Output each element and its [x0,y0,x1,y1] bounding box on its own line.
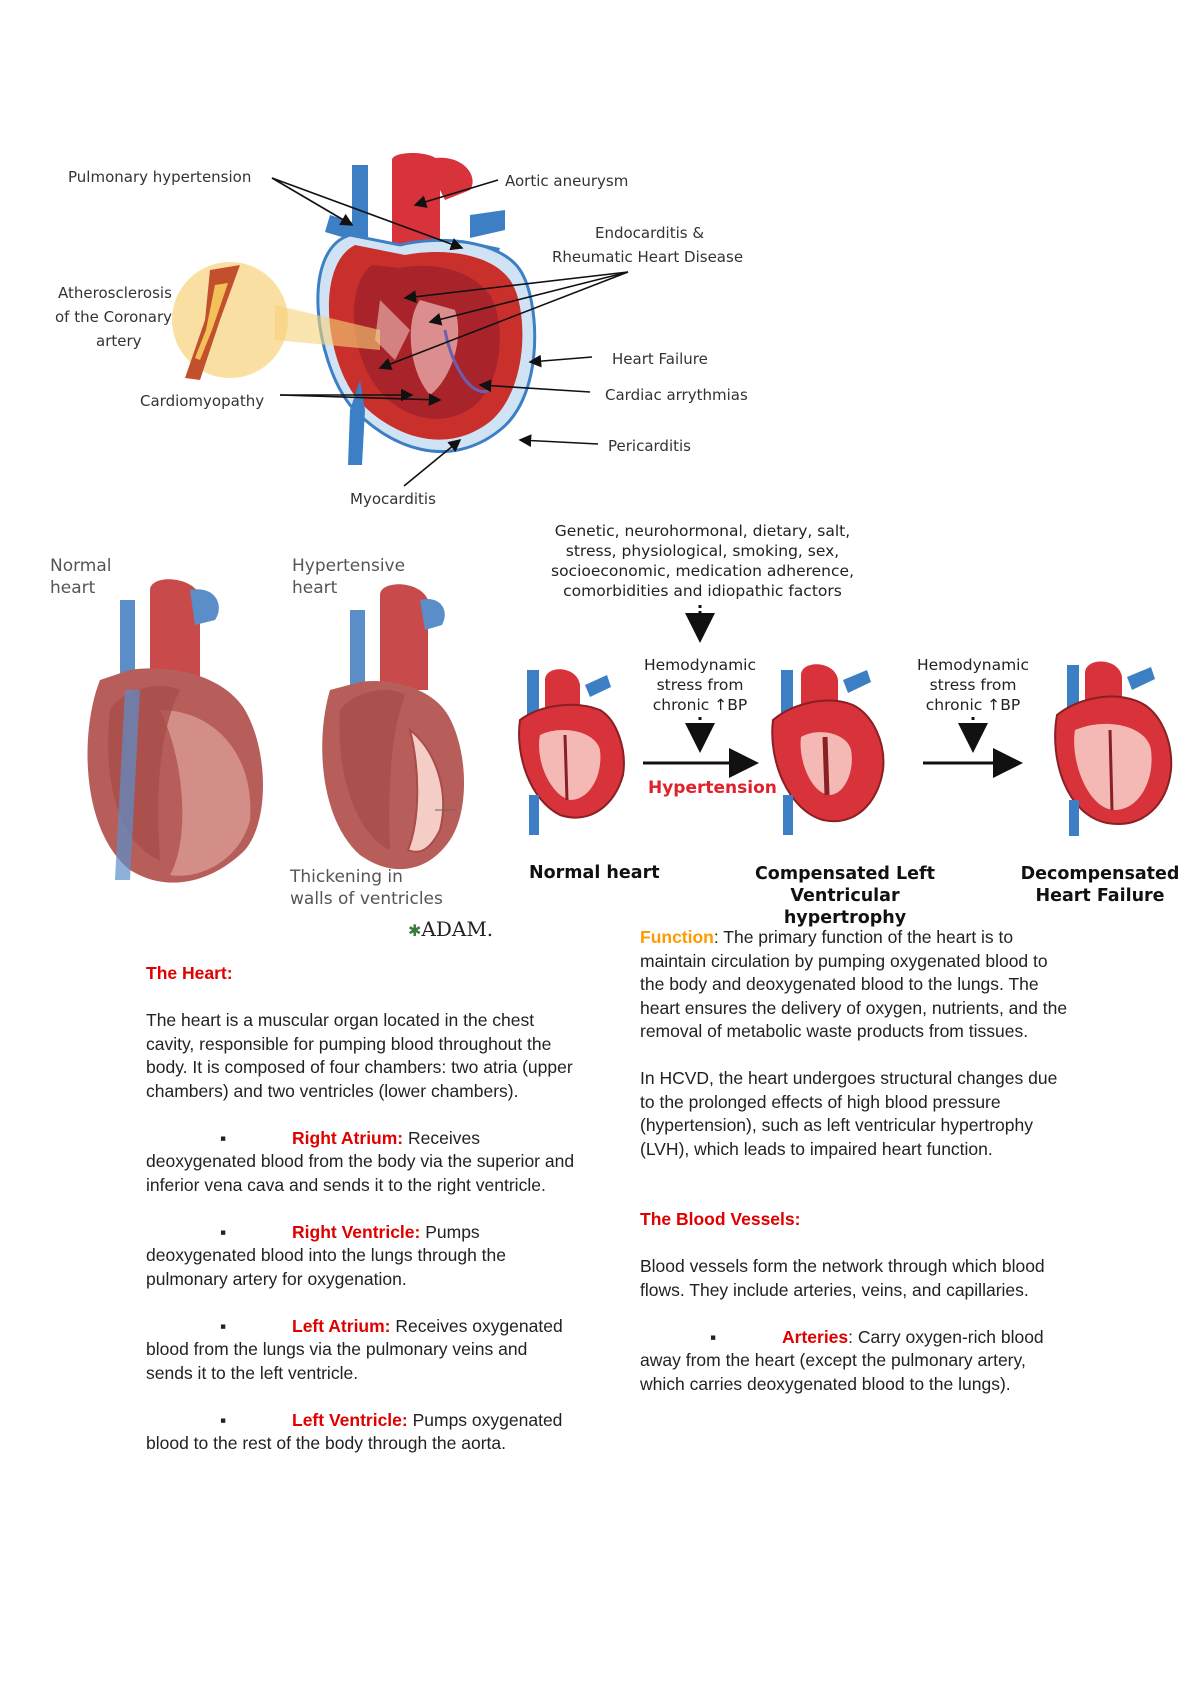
hypertensive-heart-illustration [322,584,465,870]
label-pericarditis: Pericarditis [608,437,691,455]
label-aortic-aneurysm: Aortic aneurysm [505,172,629,190]
label-rheumatic: Rheumatic Heart Disease [552,248,744,266]
normal-vs-hypertensive-illustration [87,579,465,883]
label-thickening-2: walls of ventricles [290,889,443,909]
normal-vs-hypertensive-diagram: Normal heart Hypertensive heart Thickeni… [40,556,530,950]
heart-disease-diagram: Pulmonary hypertension Aortic aneurysm E… [0,0,1200,520]
left-text-column: The Heart: The heart is a muscular organ… [146,962,576,1479]
label-hypertensive-2: heart [292,578,338,598]
hypertension-progression-illustration [518,605,1173,836]
label-cardiac-arrhythmias: Cardiac arrythmias [605,386,748,404]
list-item-left-atrium: ▪Left Atrium: Receives oxygenated blood … [146,1315,563,1383]
heart-intro: The heart is a muscular organ located in… [146,1010,573,1101]
label-myocarditis: Myocarditis [350,490,436,508]
list-item-arteries: ▪Arteries: Carry oxygen-rich blood away … [640,1326,1044,1394]
hypertension-label: Hypertension [648,778,777,798]
label-atherosclerosis-2: of the Coronary [55,308,173,326]
label-thickening-1: Thickening in [290,867,403,887]
leaf-icon: ✱ [408,921,422,940]
list-item-right-atrium: ▪Right Atrium: Receives deoxygenated blo… [146,1127,575,1195]
label-cardiomyopathy: Cardiomyopathy [140,392,265,410]
function-paragraph: Function: The primary function of the he… [640,927,1068,1041]
hypertension-progression-diagram: Genetic, neurohormonal, dietary, salt, s… [515,515,1180,928]
adam-logo: ✱ADAM. [408,917,494,941]
list-item-left-ventricle: ▪Left Ventricle: Pumps oxygenated blood … [146,1409,563,1454]
hcvd-paragraph: In HCVD, the heart undergoes structural … [640,1068,1058,1159]
heading-the-heart: The Heart: [146,963,233,983]
heart-disease-illustration [172,153,629,487]
caption-normal-heart: Normal heart [529,863,660,883]
decompensated-heart-small [1054,661,1173,836]
label-atherosclerosis-3: artery [96,332,142,350]
caption-decompensated: Decompensated Heart Failure [1020,864,1180,906]
label-heart-failure: Heart Failure [612,350,708,368]
label-atherosclerosis-1: Atherosclerosis [58,284,172,302]
list-item-right-ventricle: ▪Right Ventricle: Pumps deoxygenated blo… [146,1221,507,1289]
stress-label-1: Hemodynamic stress from chronic ↑BP [643,656,757,714]
compensated-heart-small [771,664,885,835]
normal-heart-small [518,669,625,835]
stress-label-2: Hemodynamic stress from chronic ↑BP [916,656,1030,714]
factors-text: Genetic, neurohormonal, dietary, salt, s… [551,522,854,600]
label-endocarditis: Endocarditis & [595,224,705,242]
right-text-column: Function: The primary function of the he… [640,926,1070,1420]
label-hypertensive-1: Hypertensive [292,556,406,576]
caption-compensated: Compensated Left Ventricular hypertrophy [754,864,936,928]
vessels-intro: Blood vessels form the network through w… [640,1256,1045,1300]
label-normal-2: heart [50,578,96,598]
label-pulmonary-hypertension: Pulmonary hypertension [68,168,252,186]
label-normal-1: Normal [50,556,112,576]
normal-heart-illustration [87,579,264,883]
heading-blood-vessels: The Blood Vessels: [640,1209,801,1229]
